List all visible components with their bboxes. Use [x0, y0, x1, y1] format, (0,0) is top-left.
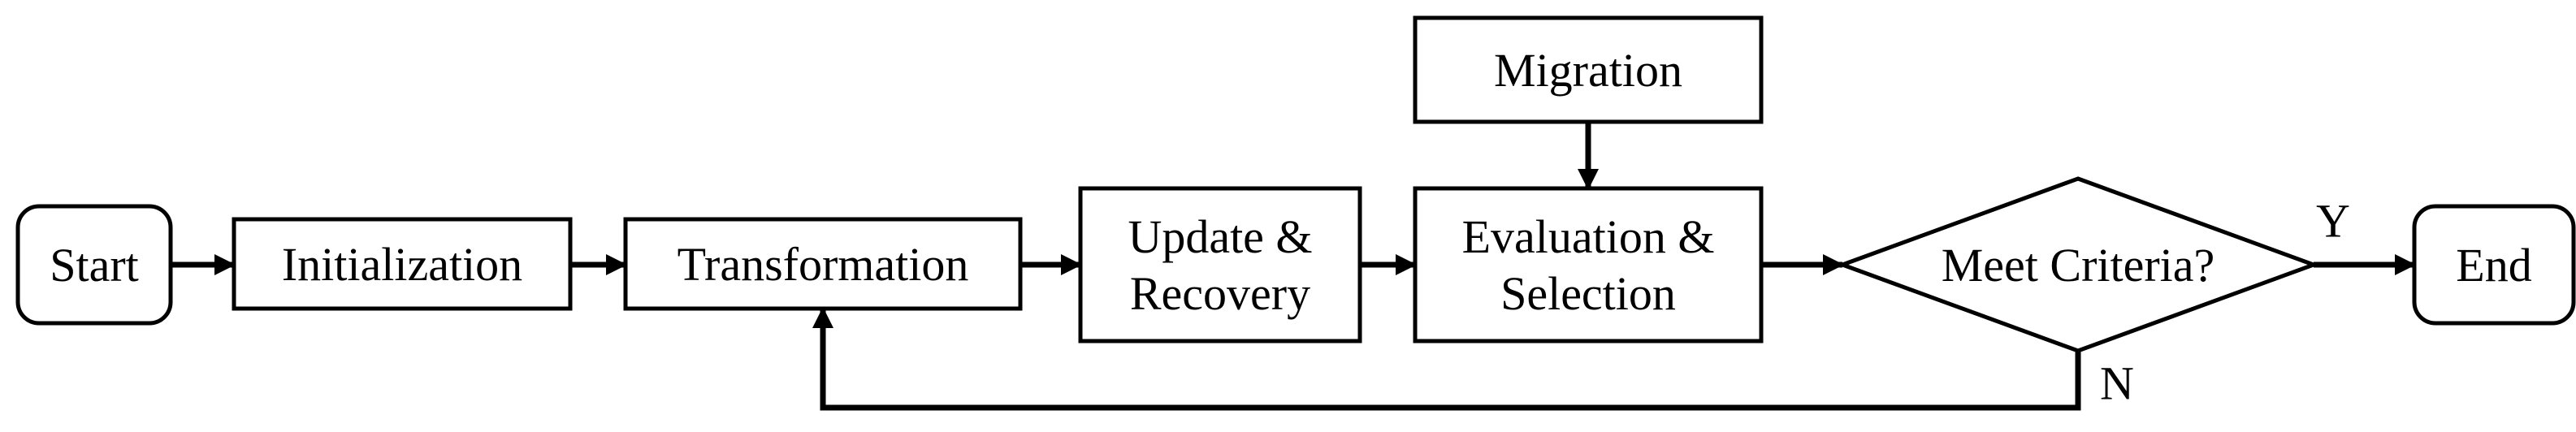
node-update: Update &Recovery — [1078, 186, 1362, 343]
node-migr-box — [1413, 15, 1764, 124]
node-init: Initialization — [232, 217, 573, 311]
node-start-label: Start — [50, 239, 139, 292]
node-trans-box — [623, 217, 1023, 311]
node-end-label: End — [2456, 239, 2531, 292]
node-migr: Migration — [1413, 15, 1764, 124]
node-end-box — [2412, 204, 2576, 326]
node-init-label: Initialization — [282, 238, 522, 291]
node-update-label: Update &Recovery — [1128, 210, 1312, 320]
node-start-box — [15, 204, 173, 326]
edge-meet-trans: N — [812, 307, 2134, 411]
node-trans-label: Transformation — [678, 238, 969, 291]
node-meet-diamond — [1836, 176, 2320, 353]
node-end: End — [2412, 204, 2576, 326]
edge-meet-end: Y — [2314, 195, 2416, 275]
edge-meet-trans-label: N — [2100, 357, 2134, 410]
node-start: Start — [15, 204, 173, 326]
node-eval-label: Evaluation &Selection — [1462, 210, 1715, 320]
node-meet-label: Meet Criteria? — [1942, 239, 2215, 292]
node-eval-box — [1413, 186, 1764, 343]
node-trans: Transformation — [623, 217, 1023, 311]
node-update-box — [1078, 186, 1362, 343]
node-init-box — [232, 217, 573, 311]
edge-meet-end-label: Y — [2316, 195, 2350, 248]
edge-meet-trans-line — [812, 307, 2081, 411]
node-eval: Evaluation &Selection — [1413, 186, 1764, 343]
node-meet: Meet Criteria? — [1836, 176, 2320, 353]
node-migr-label: Migration — [1494, 44, 1682, 97]
